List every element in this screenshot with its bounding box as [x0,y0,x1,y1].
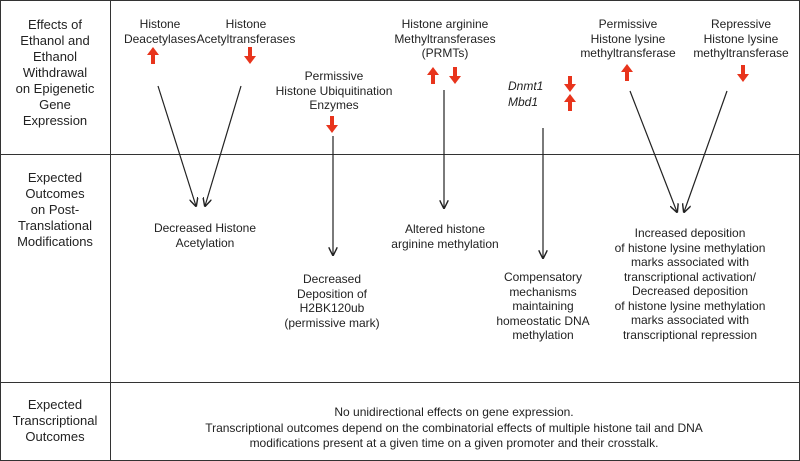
arrow-down-prmt [449,67,461,84]
transcription-detail: Transcriptional outcomes depend on the c… [205,421,703,450]
arrow-up-hdac [147,47,159,64]
arrow-down-dnmt1 [564,76,576,92]
label-histone-acetyltransferases: Histone Acetyltransferases [196,17,296,46]
label-repressive-lysine-methyltransferase: Repressive Histone lysine methyltransfer… [693,17,789,60]
row-divider-1 [0,154,800,155]
arrow-down-ubiq [326,116,338,133]
connector-hat-to-acetylation [205,85,242,206]
connector-hdac-to-acetylation [157,85,196,206]
outcome-decreased-h2bk120ub: Decreased Deposition of H2BK120ub (permi… [284,272,380,330]
outcome-compensatory-dna-methylation: Compensatory mechanisms maintaining home… [496,270,590,342]
outcome-decreased-acetylation: Decreased Histone Acetylation [153,221,257,250]
arrow-up-perm-lysine [621,64,633,81]
outcome-altered-arginine-methylation: Altered histone arginine methylation [391,222,499,251]
arrow-up-prmt [427,67,439,84]
arrow-up-mbd1 [564,94,576,111]
row-label-ptm-outcomes: Expected Outcomes on Post- Translational… [17,170,93,249]
outcome-lysine-methylation: Increased deposition of histone lysine m… [614,226,766,342]
arrow-down-rep-lysine [737,65,749,82]
row-label-transcriptional-outcomes: Expected Transcriptional Outcomes [12,397,98,444]
arrow-down-hat [244,47,256,64]
label-mbd1: Mbd1 [508,95,539,109]
connector-rep-lysine-to-outcome [684,90,728,212]
row-label-effects: Effects of Ethanol and Ethanol Withdrawa… [15,17,95,128]
transcription-summary: No unidirectional effects on gene expres… [334,405,574,419]
label-histone-deacetylases: Histone Deacetylases [123,17,197,46]
label-dnmt1: Dnmt1 [508,79,544,93]
label-prmts: Histone arginine Methyltransferases (PRM… [394,17,496,60]
row-divider-2 [0,382,800,383]
connector-perm-lysine-to-outcome [629,90,677,212]
label-permissive-lysine-methyltransferase: Permissive Histone lysine methyltransfer… [580,17,676,60]
column-divider [110,0,111,461]
label-histone-ubiquitination-enzymes: Permissive Histone Ubiquitination Enzyme… [275,69,393,112]
